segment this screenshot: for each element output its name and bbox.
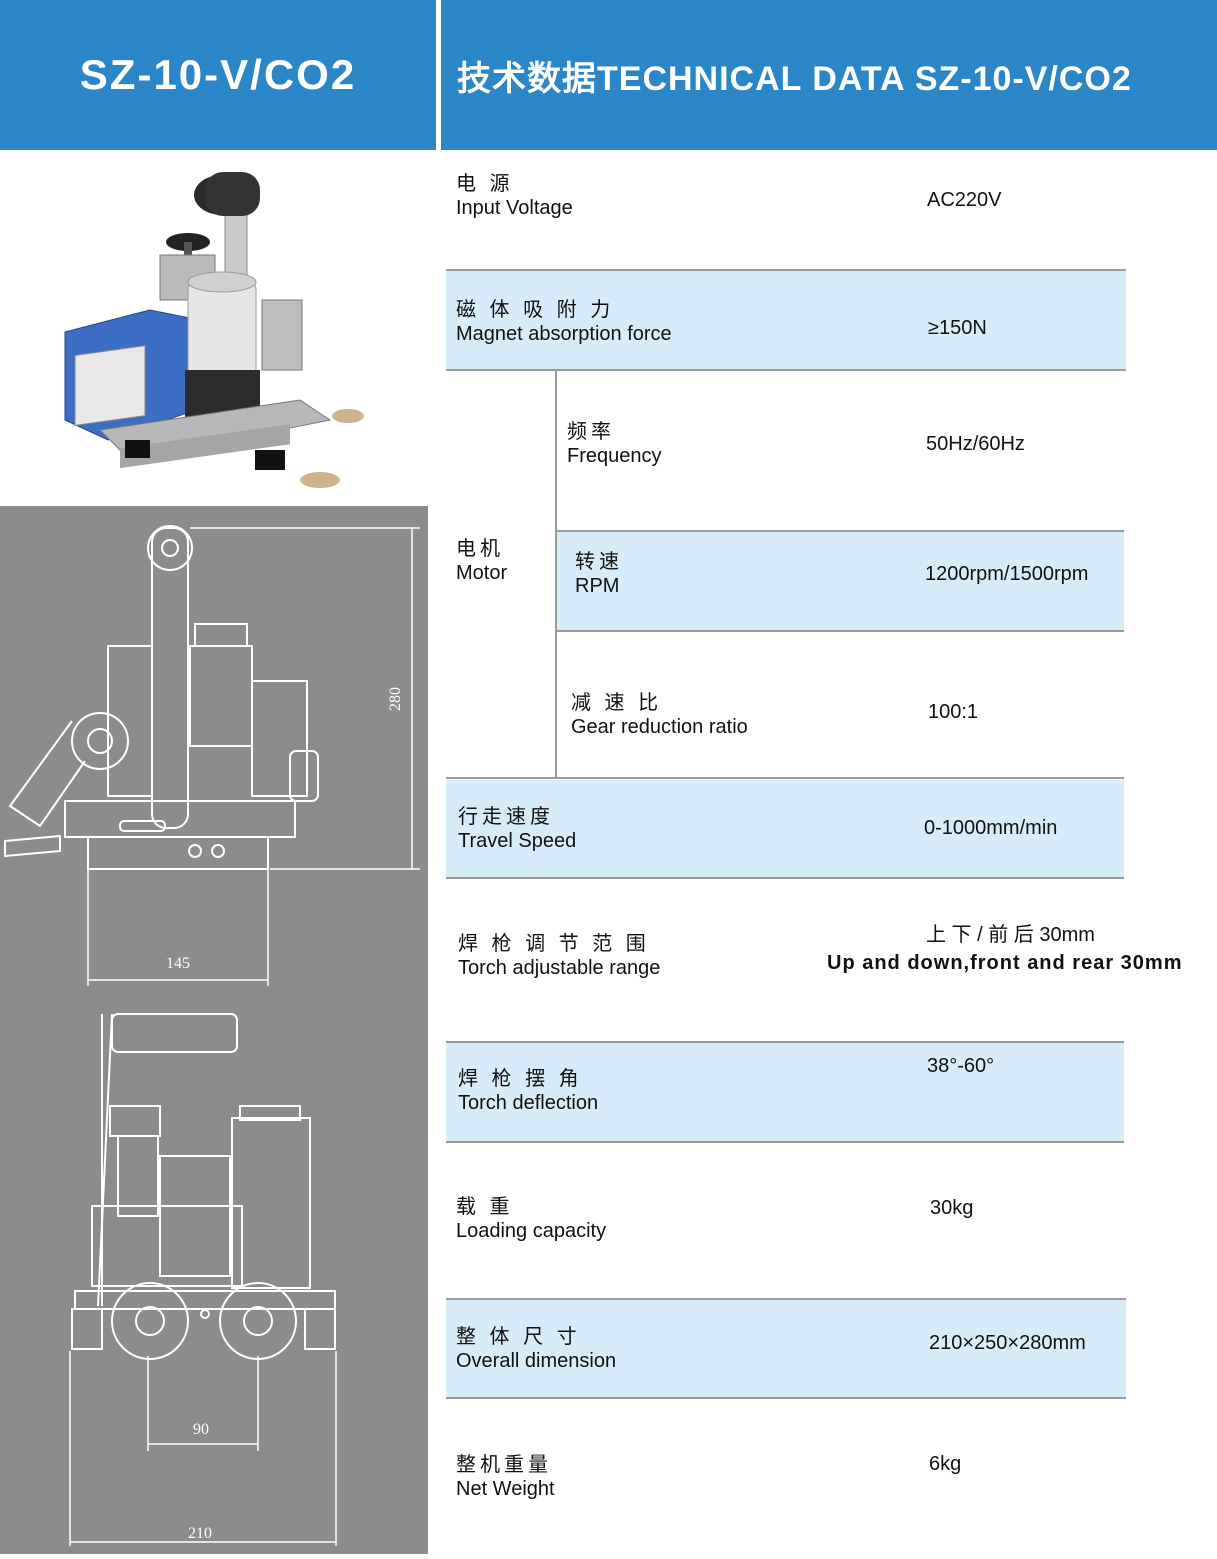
value-loading-capacity: 30kg — [930, 1197, 974, 1219]
value-overall-dimension: 210×250×280mm — [929, 1332, 1086, 1354]
row-bg-travel — [446, 780, 1124, 877]
label-loading-capacity: 载 重 Loading capacity — [456, 1196, 607, 1242]
value-rpm: 1200rpm/1500rpm — [925, 563, 1089, 585]
model-title: SZ-10-V/CO2 — [79, 51, 357, 98]
label-frequency: 频率 Frequency — [567, 421, 662, 467]
technical-drawing: 280 145 — [0, 506, 428, 1554]
product-photo — [0, 150, 436, 506]
label-motor: 电机 Motor — [456, 538, 508, 584]
dimension-drawing: 280 145 — [4, 525, 420, 1546]
row-bg-rpm — [557, 532, 1124, 630]
value-torch-deflection: 38°-60° — [927, 1055, 995, 1077]
tech-data-title: 技术数据TECHNICAL DATA SZ-10-V/CO2 — [457, 59, 1132, 98]
dim-height: 280 — [387, 687, 404, 711]
label-travel-speed: 行走速度 Travel Speed — [458, 806, 577, 852]
label-rpm: 转速 RPM — [575, 551, 623, 597]
value-magnet-force: ≥150N — [928, 317, 987, 339]
tech-data-header: 技术数据TECHNICAL DATA SZ-10-V/CO2 — [441, 0, 1217, 150]
welding-carriage-photo — [64, 172, 364, 488]
row-bg-dimension — [446, 1300, 1126, 1397]
value-net-weight: 6kg — [929, 1453, 962, 1475]
label-input-voltage: 电 源 Input Voltage — [456, 173, 573, 219]
label-torch-deflection: 焊 枪 摆 角 Torch deflection — [458, 1068, 599, 1114]
label-gear-ratio: 减 速 比 Gear reduction ratio — [571, 692, 748, 738]
label-overall-dimension: 整 体 尺 寸 Overall dimension — [456, 1326, 617, 1372]
value-frequency: 50Hz/60Hz — [926, 433, 1025, 455]
dim-width-145: 145 — [166, 955, 190, 972]
label-net-weight: 整机重量 Net Weight — [456, 1454, 555, 1500]
label-torch-range: 焊 枪 调 节 范 围 Torch adjustable range — [458, 933, 661, 979]
dim-width-210: 210 — [188, 1525, 212, 1542]
model-header: SZ-10-V/CO2 — [0, 0, 436, 150]
label-magnet-force: 磁 体 吸 附 力 Magnet absorption force — [456, 299, 672, 345]
row-bg-deflection — [446, 1043, 1124, 1141]
value-input-voltage: AC220V — [927, 189, 1002, 211]
row-bg-magnet — [446, 271, 1126, 369]
value-travel-speed: 0-1000mm/min — [924, 817, 1058, 839]
value-torch-range-en: Up and down,front and rear 30mm — [827, 952, 1183, 974]
value-torch-range-cn: 上 下 / 前 后 30mm — [926, 924, 1095, 946]
dim-width-90: 90 — [193, 1421, 209, 1438]
value-gear-ratio: 100:1 — [928, 701, 979, 723]
spec-table: 电 源 Input Voltage AC220V 磁 体 吸 附 力 Magne… — [446, 150, 1181, 1554]
